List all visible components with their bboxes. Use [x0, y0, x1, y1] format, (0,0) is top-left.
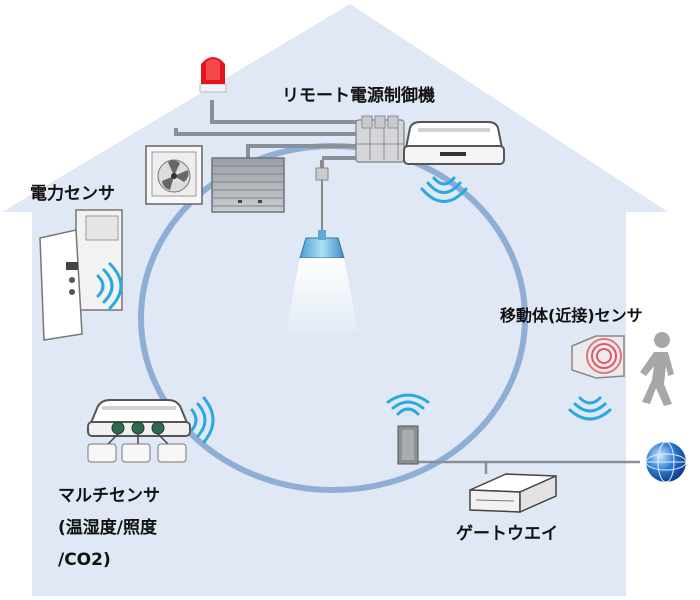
relay-block-icon	[355, 115, 405, 163]
internet-globe-icon	[645, 441, 687, 483]
multi-sensor-label: マルチセンサ	[58, 486, 160, 506]
gateway-label: ゲートウエイ	[456, 524, 558, 544]
pendant-lamp-icon	[286, 162, 358, 332]
motion-sensor-icon	[571, 335, 625, 379]
remote-power-controller-label: リモート電源制御機	[282, 86, 435, 106]
wifi-icon	[190, 396, 215, 444]
motion-sensor-label: 移動体(近接)センサ	[500, 306, 643, 325]
wifi-icon	[568, 396, 612, 421]
gateway-antenna-icon	[397, 425, 419, 465]
wifi-icon	[386, 393, 430, 416]
shutter-icon	[211, 157, 285, 213]
multi-sensor-label-line3: /CO2)	[58, 550, 111, 570]
remote-controller-icon	[402, 121, 506, 165]
person-icon	[640, 332, 674, 406]
warning-light-icon	[199, 57, 227, 93]
control-wires	[174, 100, 640, 474]
gateway-box-icon	[469, 473, 557, 514]
multi-sensor-label-line2: (温湿度/照度	[58, 518, 157, 538]
wifi-icon	[420, 176, 468, 203]
multi-sensor-icon	[86, 399, 192, 463]
power-sensor-label: 電力センサ	[30, 184, 115, 204]
ventilation-fan-icon	[145, 145, 203, 205]
wifi-icon	[96, 262, 123, 310]
